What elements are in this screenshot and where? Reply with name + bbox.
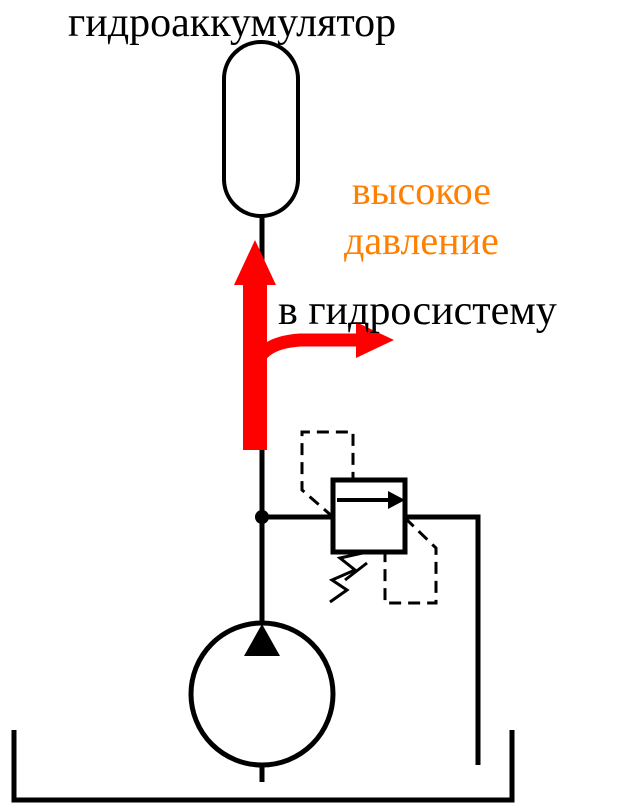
accumulator-label: гидроаккумулятор [68,0,397,46]
pump-icon [188,620,336,768]
accumulator-icon [222,40,300,218]
flow-arrow-icon [234,240,394,450]
high-pressure-label: высокое давление [344,166,499,266]
high-pressure-label-line-2: давление [344,218,499,263]
return-line [405,514,481,765]
pressure-relief-valve-icon [300,430,438,605]
tank-icon [11,730,515,803]
to-system-label: в гидросистему [278,288,557,334]
high-pressure-label-line-1: высокое [351,168,491,213]
